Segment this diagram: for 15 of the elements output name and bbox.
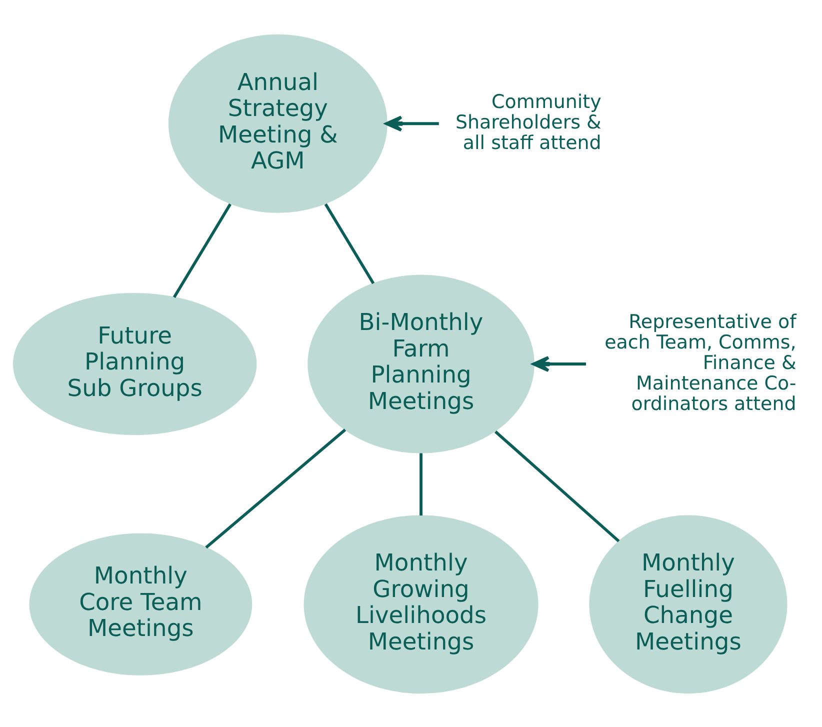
connector	[205, 428, 346, 548]
connector	[324, 202, 375, 284]
connector	[494, 430, 620, 542]
node-circle: Monthly Fuelling Change Meetings	[589, 514, 788, 694]
node-ellipse: Annual Strategy Meeting & AGM	[168, 34, 388, 212]
node-text: Community Shareholders & all staff attend	[455, 90, 602, 154]
node-ellipse: Monthly Growing Livelihoods Meetings	[304, 514, 538, 694]
node-ellipse: Bi-Monthly Farm Planning Meetings	[308, 274, 534, 453]
connector	[420, 452, 422, 516]
arrow	[385, 115, 439, 132]
node-ellipse: Future Planning Sub Groups	[12, 292, 257, 435]
node-text: Representative of each Team, Comms, Finance & Maintenance Co-ordinators attend	[604, 310, 796, 414]
arrow	[532, 355, 586, 372]
node-ellipse: Monthly Core Team Meetings	[29, 532, 252, 675]
connector	[172, 202, 232, 298]
